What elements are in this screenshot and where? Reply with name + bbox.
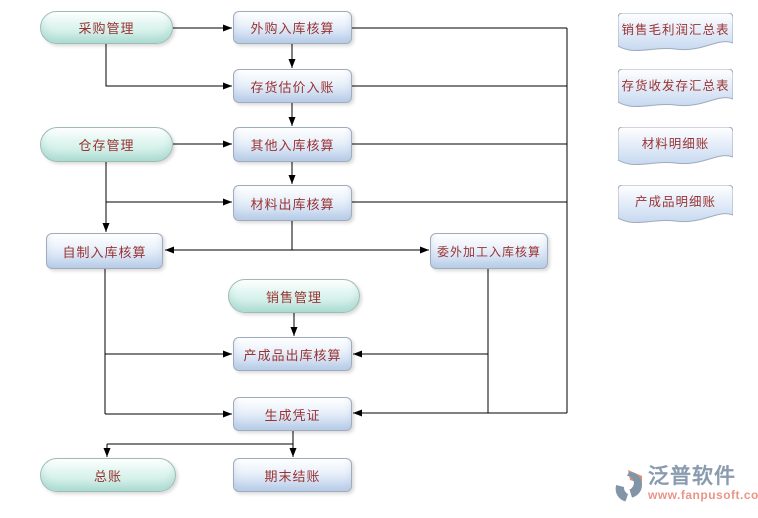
node-label: 采购管理 — [78, 21, 135, 36]
report-label: 销售毛利润汇总表 — [621, 23, 730, 37]
node-outsourced-inbound-accounting: 委外加工入库核算 — [430, 233, 548, 269]
report-material-subsidiary-ledger: 材料明细账 — [618, 127, 733, 167]
brand-name: 泛普软件 — [648, 465, 736, 488]
node-label: 委外加工入库核算 — [436, 244, 541, 259]
brand-website: www.fanpusoft.com — [648, 488, 758, 502]
node-warehouse-management: 仓存管理 — [40, 127, 173, 162]
node-material-outbound-accounting: 材料出库核算 — [233, 185, 352, 221]
node-general-ledger: 总账 — [40, 458, 176, 492]
node-period-end-closing: 期末结账 — [233, 458, 352, 492]
report-finished-goods-subsidiary-ledger: 产成品明细账 — [618, 185, 733, 225]
node-label: 其他入库核算 — [250, 138, 335, 153]
node-self-made-inbound-accounting: 自制入库核算 — [46, 233, 163, 269]
node-label: 仓存管理 — [78, 138, 135, 153]
fanpu-logo: 泛普软件 www.fanpusoft.com — [612, 466, 758, 514]
node-label: 生成凭证 — [264, 407, 321, 423]
node-label: 自制入库核算 — [62, 244, 147, 260]
node-finished-goods-outbound-accounting: 产成品出库核算 — [233, 337, 352, 371]
node-generate-voucher: 生成凭证 — [233, 397, 352, 431]
node-other-inbound-accounting: 其他入库核算 — [233, 127, 352, 162]
node-label: 外购入库核算 — [250, 21, 335, 36]
report-label: 材料明细账 — [641, 137, 710, 151]
node-label: 总账 — [93, 468, 122, 484]
document-shape-icon — [618, 13, 733, 52]
fanpu-logo-icon — [615, 470, 642, 502]
document-shape-icon — [618, 127, 733, 166]
node-label: 销售管理 — [265, 289, 322, 305]
report-label: 存货收发存汇总表 — [621, 79, 730, 93]
node-inventory-valuation-entry: 存货估价入账 — [233, 69, 352, 103]
node-purchased-inbound-accounting: 外购入库核算 — [233, 11, 352, 44]
document-shape-icon — [618, 185, 733, 224]
node-label: 期末结账 — [264, 468, 321, 484]
node-label: 材料出库核算 — [250, 196, 335, 212]
node-sales-management: 销售管理 — [228, 279, 360, 313]
report-label: 产成品明细账 — [634, 195, 716, 209]
node-label: 存货估价入账 — [250, 79, 335, 95]
report-sales-gross-profit-summary: 销售毛利润汇总表 — [618, 13, 733, 53]
report-inventory-in-out-balance-summary: 存货收发存汇总表 — [618, 69, 733, 109]
document-shape-icon — [618, 69, 733, 108]
node-label: 产成品出库核算 — [243, 347, 342, 363]
node-purchase-management: 采购管理 — [40, 11, 173, 44]
